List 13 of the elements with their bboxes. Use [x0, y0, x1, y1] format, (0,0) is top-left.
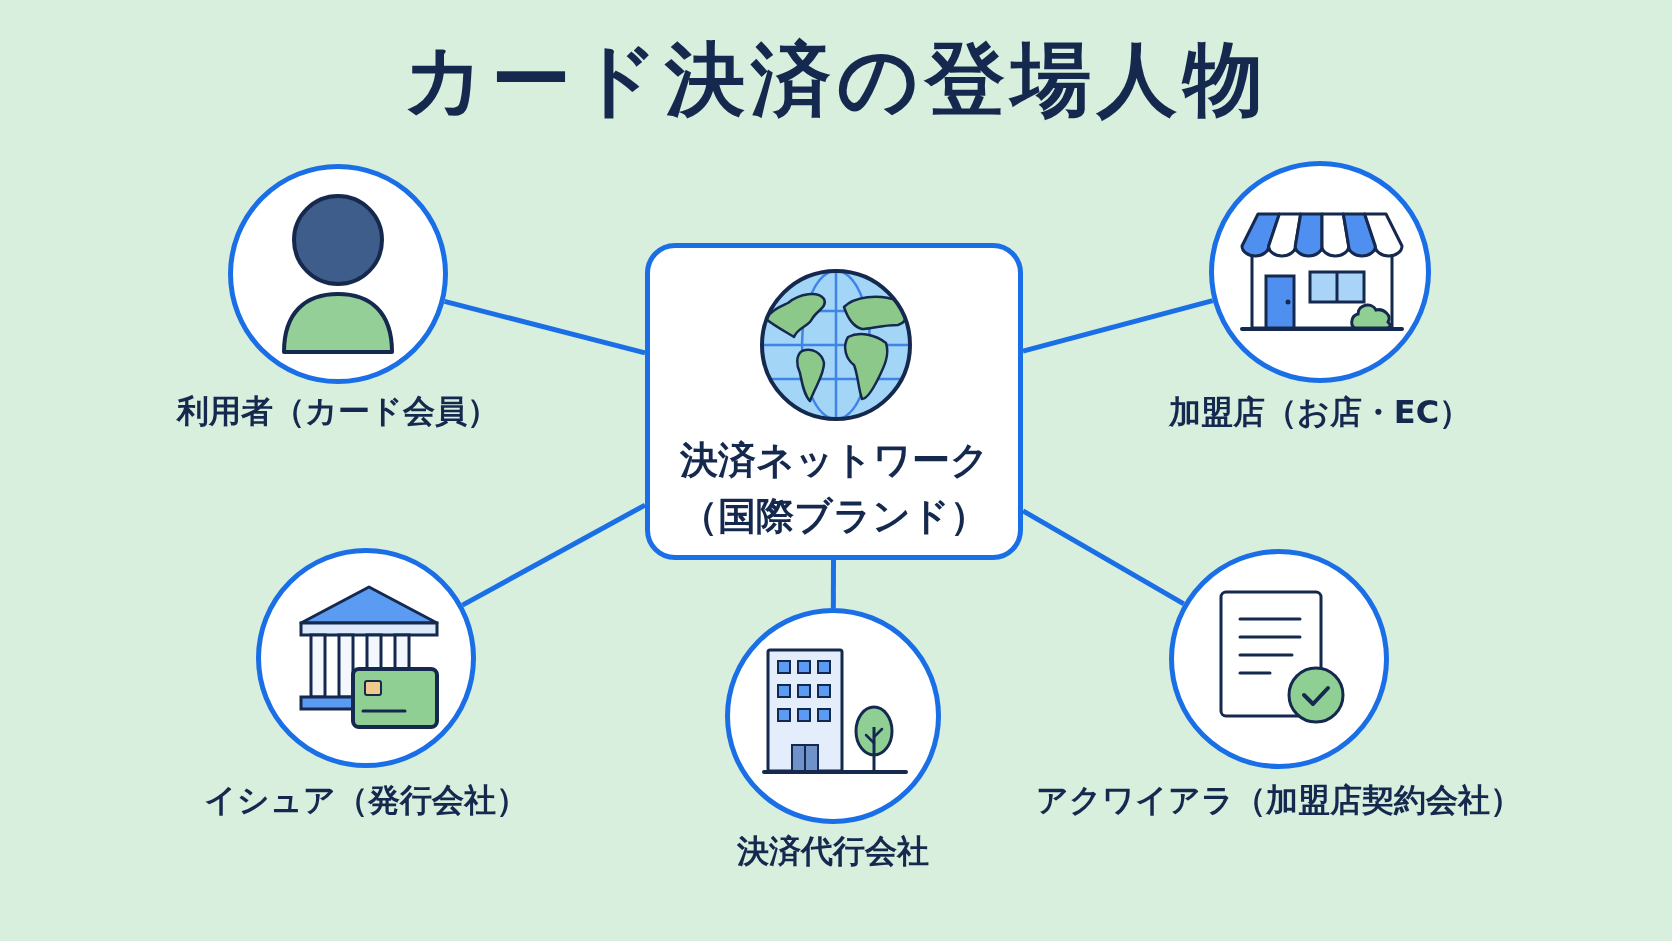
network-box — [645, 243, 1023, 560]
node-label: 決済代行会社 — [737, 831, 929, 871]
node-label: 決済ネットワーク（国際ブランド） — [678, 437, 990, 540]
connector-line — [1022, 298, 1214, 354]
node-label: アクワイアラ（加盟店契約会社） — [1036, 780, 1522, 820]
connector-line — [443, 298, 646, 356]
node-label: 利用者（カード会員） — [177, 391, 499, 431]
title: カード決済の登場人物 — [403, 33, 1269, 127]
node-label: 加盟店（お店・EC） — [1168, 392, 1472, 432]
connector-line — [461, 502, 647, 608]
node-label: イシュア（発行会社） — [204, 780, 528, 820]
connector-line — [1021, 508, 1186, 607]
connector-line — [830, 560, 836, 608]
